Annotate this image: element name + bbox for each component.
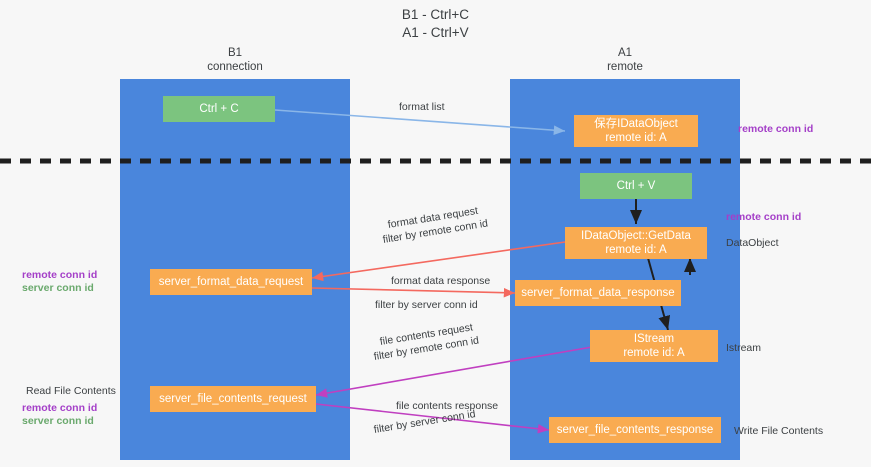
node-ctrl-c[interactable]: Ctrl + C — [163, 96, 275, 122]
lane-header-a1-line2: remote — [607, 61, 643, 73]
side-label-remote-conn-id-top: remote conn id — [738, 123, 814, 135]
node-sfcreq-label: server_file_contents_request — [159, 393, 307, 405]
page-title: B1 - Ctrl+C A1 - Ctrl+V — [0, 6, 871, 42]
side-label-left-server-conn-id-mid: server conn id — [22, 282, 94, 294]
node-server-format-data-response[interactable]: server_format_data_response — [515, 280, 681, 306]
node-sfdreq-label: server_format_data_request — [158, 276, 304, 288]
node-ctrl-v-label: Ctrl + V — [616, 180, 656, 192]
edge-label-format-data-response-filter: filter by server conn id — [375, 299, 478, 312]
side-label-left-remote-conn-id-mid: remote conn id — [22, 269, 98, 281]
filter-key-server-conn-id-1: server conn id — [411, 299, 478, 311]
edge-label-format-list: format list — [399, 101, 445, 113]
edge-label-format-data-response: format data response — [391, 275, 491, 287]
node-istream-subtitle: remote id: A — [623, 347, 685, 359]
node-ctrl-v[interactable]: Ctrl + V — [580, 173, 692, 199]
node-getdata-subtitle: remote id: A — [605, 244, 667, 256]
side-label-left-server-conn-id-bot: server conn id — [22, 415, 94, 427]
node-server-format-data-request[interactable]: server_format_data_request — [150, 269, 312, 295]
node-ctrl-c-label: Ctrl + C — [199, 103, 239, 115]
lane-header-b1-line1: B1 — [227, 47, 243, 59]
lane-header-a1-line1: A1 — [617, 47, 633, 59]
side-label-dataobject: DataObject — [726, 237, 779, 249]
node-server-file-contents-request[interactable]: server_file_contents_request — [150, 386, 316, 412]
lane-header-b1-line2: connection — [207, 61, 263, 73]
node-istream-title: IStream — [633, 333, 675, 345]
side-label-remote-conn-id-mid: remote conn id — [726, 211, 802, 223]
node-save-idataobject-title: 保存IDataObject — [594, 118, 678, 130]
node-getdata-title: IDataObject::GetData — [581, 230, 691, 242]
side-label-left-remote-conn-id-bot: remote conn id — [22, 402, 98, 414]
filter-prefix-3: filter by — [372, 345, 409, 363]
edge-label-file-contents-response: file contents response — [396, 400, 499, 412]
node-save-idataobject-subtitle: remote id: A — [605, 132, 667, 144]
side-label-read-file-contents: Read File Contents — [26, 385, 116, 397]
node-idataobject-getdata[interactable]: IDataObject::GetData remote id: A — [565, 227, 707, 259]
node-save-idataobject[interactable]: 保存IDataObject remote id: A — [574, 115, 698, 147]
lane-header-b1: B1 connection — [120, 46, 350, 74]
side-label-write-file-contents: Write File Contents — [734, 425, 824, 437]
filter-prefix-1: filter by — [381, 228, 418, 246]
filter-prefix-2: filter by — [375, 299, 409, 311]
node-sfdresp-label: server_format_data_response — [521, 287, 675, 299]
node-server-file-contents-response[interactable]: server_file_contents_response — [549, 417, 721, 443]
filter-prefix-4: filter by — [372, 418, 409, 436]
node-sfcresp-label: server_file_contents_response — [556, 424, 714, 436]
title-line-2: A1 - Ctrl+V — [402, 25, 469, 40]
side-label-istream: Istream — [726, 342, 762, 354]
lane-header-a1: A1 remote — [510, 46, 740, 74]
node-istream[interactable]: IStream remote id: A — [590, 330, 718, 362]
title-line-1: B1 - Ctrl+C — [401, 7, 470, 22]
